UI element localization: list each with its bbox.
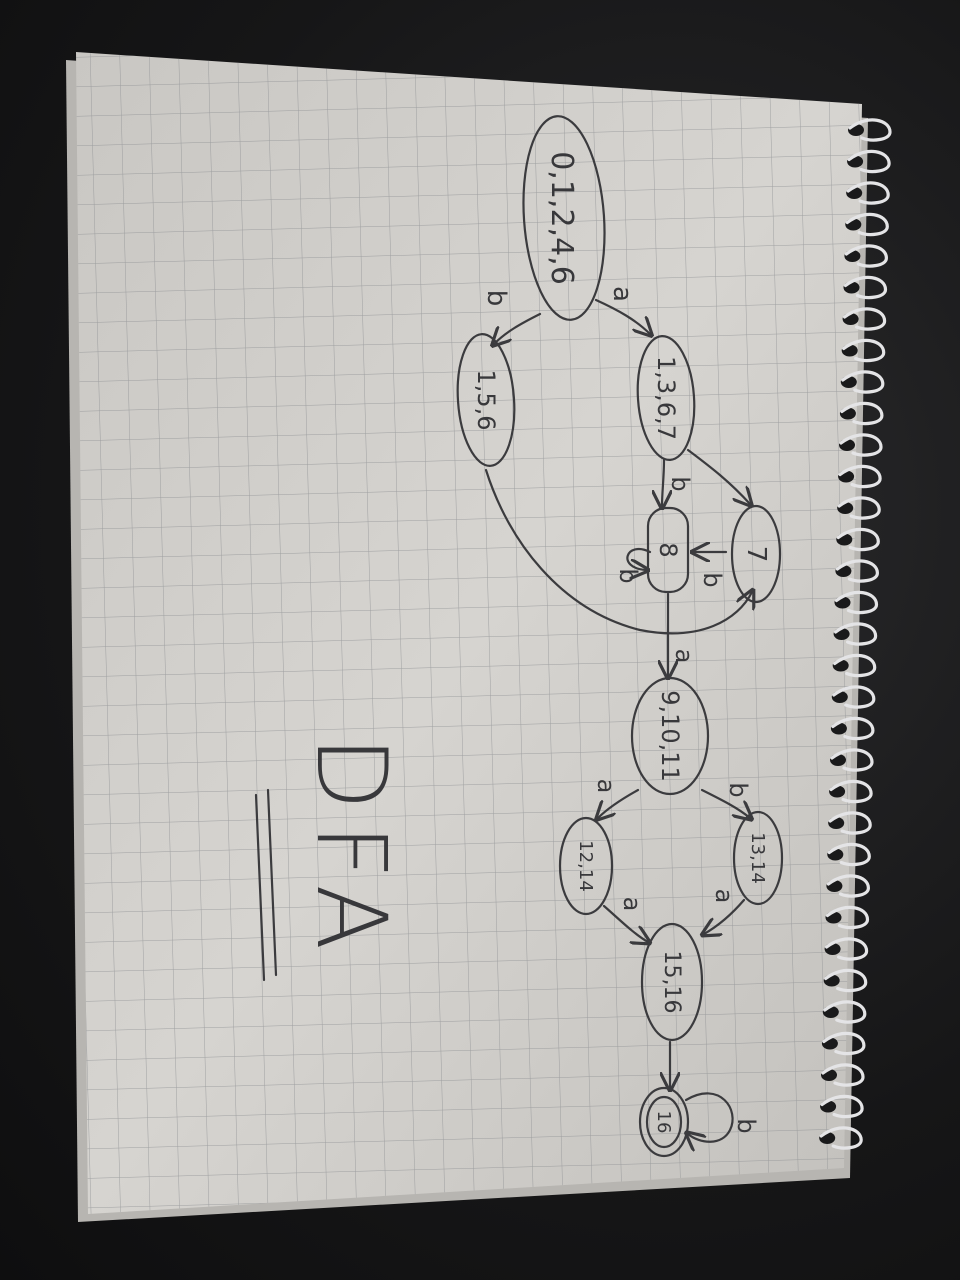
svg-text:7: 7: [741, 546, 771, 563]
svg-text:13,14: 13,14: [747, 832, 768, 884]
edge-s1-s4: [686, 448, 750, 504]
state-9-10-11: 9,10,11: [630, 676, 710, 796]
spiral-ring: [825, 905, 870, 930]
state-0-1-2-4-6: 0,1,2,4,6: [522, 115, 606, 321]
spiral-ring: [839, 433, 883, 457]
spiral-ring: [835, 559, 880, 583]
edge-s0-s2: [494, 312, 542, 344]
spiral-binding: [819, 118, 892, 1150]
symbol-s6-s8: a: [618, 897, 646, 912]
edge-s2-s4: [484, 468, 752, 635]
spiral-ring: [837, 496, 881, 520]
spiral-ring: [840, 401, 884, 426]
state-15-16: 15,16: [640, 922, 704, 1042]
spiral-ring: [819, 1126, 863, 1150]
dfa-diagram: 0,1,2,4,6 1,3,6,7 1,5,6 8 7 9,10,11 12,1…: [254, 115, 784, 1158]
symbol-s1-s3: b: [666, 476, 694, 491]
spiral-ring: [842, 338, 886, 363]
grid-paper: [76, 52, 862, 1214]
title-underline-2: [254, 793, 266, 982]
spiral-ring: [846, 181, 890, 205]
spiral-ring: [823, 1000, 867, 1024]
spiral-ring: [831, 716, 875, 741]
edge-s7-s8: [704, 898, 746, 934]
symbol-s3-loop: b: [614, 568, 642, 583]
svg-text:8: 8: [654, 542, 682, 557]
spiral-ring: [833, 653, 877, 678]
symbol-s7-s8: a: [710, 889, 738, 904]
edge-s9-loop: [686, 1092, 734, 1141]
symbol-s3-s5: a: [670, 649, 698, 664]
svg-text:0,1,2,4,6: 0,1,2,4,6: [544, 151, 579, 285]
symbol-s0-s1: a: [607, 286, 637, 302]
spiral-ring: [827, 842, 871, 867]
spiral-ring: [844, 244, 889, 268]
spiral-ring: [848, 118, 892, 142]
spiral-ring: [838, 464, 882, 489]
svg-text:9,10,11: 9,10,11: [656, 690, 684, 782]
state-1-3-6-7: 1,3,6,7: [636, 335, 696, 461]
spiral-ring: [821, 1063, 865, 1087]
title-underline-1: [266, 788, 278, 977]
spiral-ring: [847, 149, 891, 174]
spiral-ring: [824, 968, 868, 993]
edge-s0-s1: [594, 298, 650, 334]
spiral-ring: [832, 685, 876, 709]
svg-text:1,3,6,7: 1,3,6,7: [652, 356, 680, 440]
spiral-ring: [845, 212, 889, 237]
svg-text:15,16: 15,16: [659, 951, 684, 1014]
symbol-s0-s2: b: [481, 290, 511, 307]
spiral-ring: [834, 622, 878, 646]
spiral-ring: [834, 590, 879, 615]
state-1-5-6: 1,5,6: [456, 333, 516, 467]
svg-text:1,5,6: 1,5,6: [472, 369, 500, 430]
state-7: 7: [730, 504, 782, 604]
edge-s6-s8: [602, 904, 648, 942]
svg-text:12,14: 12,14: [575, 840, 596, 892]
spiral-ring: [820, 1094, 864, 1119]
svg-text:16: 16: [653, 1111, 674, 1134]
symbol-s4-s3: b: [698, 572, 726, 587]
spiral-ring: [830, 748, 874, 772]
state-12-14: 12,14: [558, 816, 614, 916]
spiral-ring: [826, 874, 871, 898]
symbol-s5-s6: a: [592, 779, 620, 794]
spiral-ring: [841, 370, 885, 394]
spiral-ring: [829, 779, 873, 804]
spiral-ring: [843, 275, 888, 300]
edge-s5-s6: [598, 788, 640, 818]
symbol-s9-loop: b: [732, 1118, 760, 1133]
diagram-title: DFA: [295, 736, 407, 964]
state-13-14: 13,14: [732, 810, 784, 906]
symbol-s5-s7: b: [724, 782, 752, 797]
edge-s3-loop: [626, 547, 652, 570]
spiral-ring: [825, 937, 869, 961]
spiral-ring: [822, 1031, 866, 1056]
spiral-ring: [836, 527, 880, 552]
edge-s5-s7: [700, 788, 750, 818]
spiral-ring: [843, 307, 887, 331]
spiral-ring: [828, 811, 872, 835]
edge-s1-s3: [662, 458, 664, 506]
